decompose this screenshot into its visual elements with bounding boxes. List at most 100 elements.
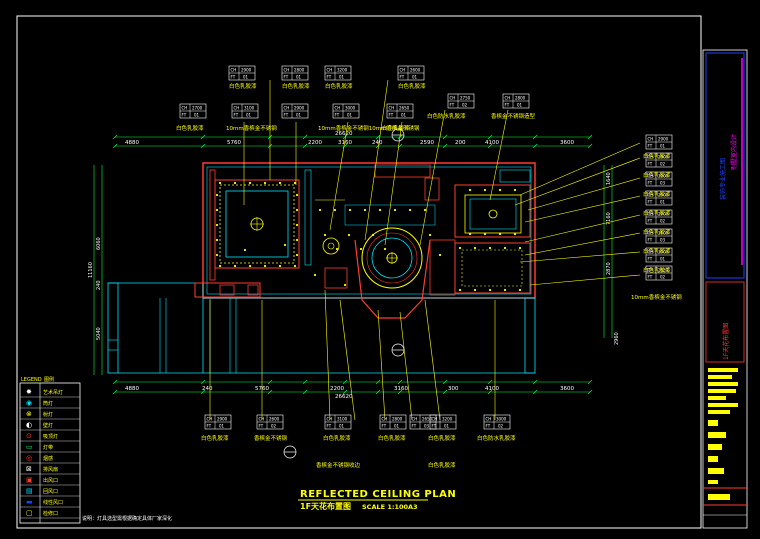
light-dot: [335, 247, 339, 251]
tag-ft-label: FT: [335, 113, 340, 118]
tag-ch-label: CH: [505, 96, 511, 101]
dim-tick: [302, 389, 308, 395]
dim-right-segment: 1640: [606, 172, 612, 185]
dim-top-segment: 2590: [420, 140, 434, 146]
light-dot: [278, 264, 282, 268]
dim-top-segment: 4100: [485, 140, 499, 146]
light-dot: [295, 223, 299, 227]
dim-tick: [302, 379, 308, 385]
tag-finish-code: 03: [660, 181, 666, 186]
light-dot: [458, 246, 462, 250]
light-dot: [343, 283, 347, 287]
dim-right-total: 2960: [614, 332, 620, 345]
light-dot: [218, 264, 222, 268]
legend-label: 排风扇: [43, 466, 58, 473]
legend-header-en: LEGEND: [21, 377, 42, 383]
light-dot: [248, 264, 252, 268]
tag-ft-label: FT: [400, 75, 405, 80]
light-dot: [458, 288, 462, 292]
legend-label: 出风口: [43, 477, 58, 484]
tag-height-value: 2800: [392, 417, 403, 422]
tag-height-value: 3100: [337, 417, 348, 422]
legend-row: ⊙ 吸顶灯: [20, 432, 80, 442]
tag-finish-code: 01: [243, 75, 249, 80]
tag-ch-label: CH: [335, 106, 341, 111]
tag-height-value: 2650: [399, 106, 410, 111]
finish-note: 白色乳胶漆: [643, 228, 671, 236]
finish-note: 10mm香槟金不锈钢: [631, 293, 682, 301]
finish-note: 白色乳胶漆: [176, 124, 204, 132]
dim-tick: [487, 389, 493, 395]
legend-row: ▢检修口: [20, 509, 80, 519]
tag-finish-code: 01: [296, 113, 302, 118]
tag-ft-label: FT: [505, 103, 510, 108]
tag-finish-code: 01: [660, 200, 666, 205]
light-dot: [518, 246, 522, 250]
dim-top-segment: 3600: [560, 140, 574, 146]
tag-ch-label: CH: [648, 212, 654, 217]
tag-height-value: 2650: [658, 268, 669, 273]
dim-tick: [442, 143, 448, 149]
dim-tick: [587, 143, 593, 149]
light-dot: [218, 181, 222, 185]
tag-height-value: 2900: [294, 106, 305, 111]
tag-height-value: 2900: [241, 68, 252, 73]
dim-top-segment: 2200: [308, 140, 322, 146]
light-dot: [318, 208, 322, 212]
tag-ch-label: CH: [327, 68, 333, 73]
downlight-icon: ✸: [26, 388, 32, 396]
light-dot: [215, 223, 219, 227]
light-dot: [378, 208, 382, 212]
light-dot: [473, 246, 477, 250]
tag-ft-label: FT: [648, 162, 653, 167]
legend-label: 检修口: [43, 510, 58, 517]
room-rotunda: [315, 164, 440, 319]
tag-finish-code: 01: [194, 113, 200, 118]
dim-right-segment: 2870: [606, 262, 612, 275]
tag-ch-label: CH: [486, 417, 492, 422]
tag-ft-label: FT: [284, 113, 289, 118]
light-dot: [488, 246, 492, 250]
tag-finish-code: 01: [660, 257, 666, 262]
legend-table: LEGEND 图例: [19, 376, 81, 524]
tag-ch-label: CH: [400, 68, 406, 73]
finish-note: 白色乳胶漆: [643, 266, 671, 274]
tag-finish-code: 02: [498, 424, 504, 429]
tag-ft-label: FT: [648, 238, 653, 243]
tag-finish-code: 01: [339, 424, 345, 429]
dim-tick: [442, 389, 448, 395]
tag-height-value: 2800: [294, 68, 305, 73]
legend-label: 吸顶灯: [43, 433, 58, 440]
finish-note: 白色乳胶漆: [398, 82, 426, 90]
light-dot: [295, 238, 299, 242]
dim-left-total: 11160: [88, 262, 94, 278]
tag-ft-label: FT: [207, 424, 212, 429]
light-dot: [359, 247, 363, 251]
legend-label: 回风口: [43, 489, 58, 495]
dim-top-segment: 3160: [338, 140, 352, 146]
fan-icon: ⊙: [26, 432, 32, 440]
sheet-border: [16, 15, 702, 529]
vent-icon: ▣: [26, 476, 33, 484]
dim-bottom-segment: 2200: [330, 386, 344, 392]
spotlight-icon: ◉: [26, 399, 32, 407]
dim-top-segment: 240: [372, 140, 383, 146]
tag-finish-code: 03: [424, 424, 430, 429]
tag-ch-label: CH: [389, 106, 395, 111]
light-dot: [348, 208, 352, 212]
tag-finish-code: 02: [271, 424, 277, 429]
tag-ft-label: FT: [234, 113, 239, 118]
dim-tick: [442, 134, 448, 140]
legend-label: 灯带: [43, 444, 53, 451]
finish-note: 白色乳胶漆: [378, 434, 406, 442]
finish-note: 白色乳胶漆: [428, 434, 456, 442]
light-dot: [483, 232, 487, 236]
legend-rows: ✸艺术吊灯◉筒灯⊗射灯◐壁灯⊙吸顶灯▭灯带◎烟感⊠排风扇▣出风口▤回风口▬线性风…: [20, 388, 80, 519]
tag-ch-label: CH: [182, 106, 188, 111]
